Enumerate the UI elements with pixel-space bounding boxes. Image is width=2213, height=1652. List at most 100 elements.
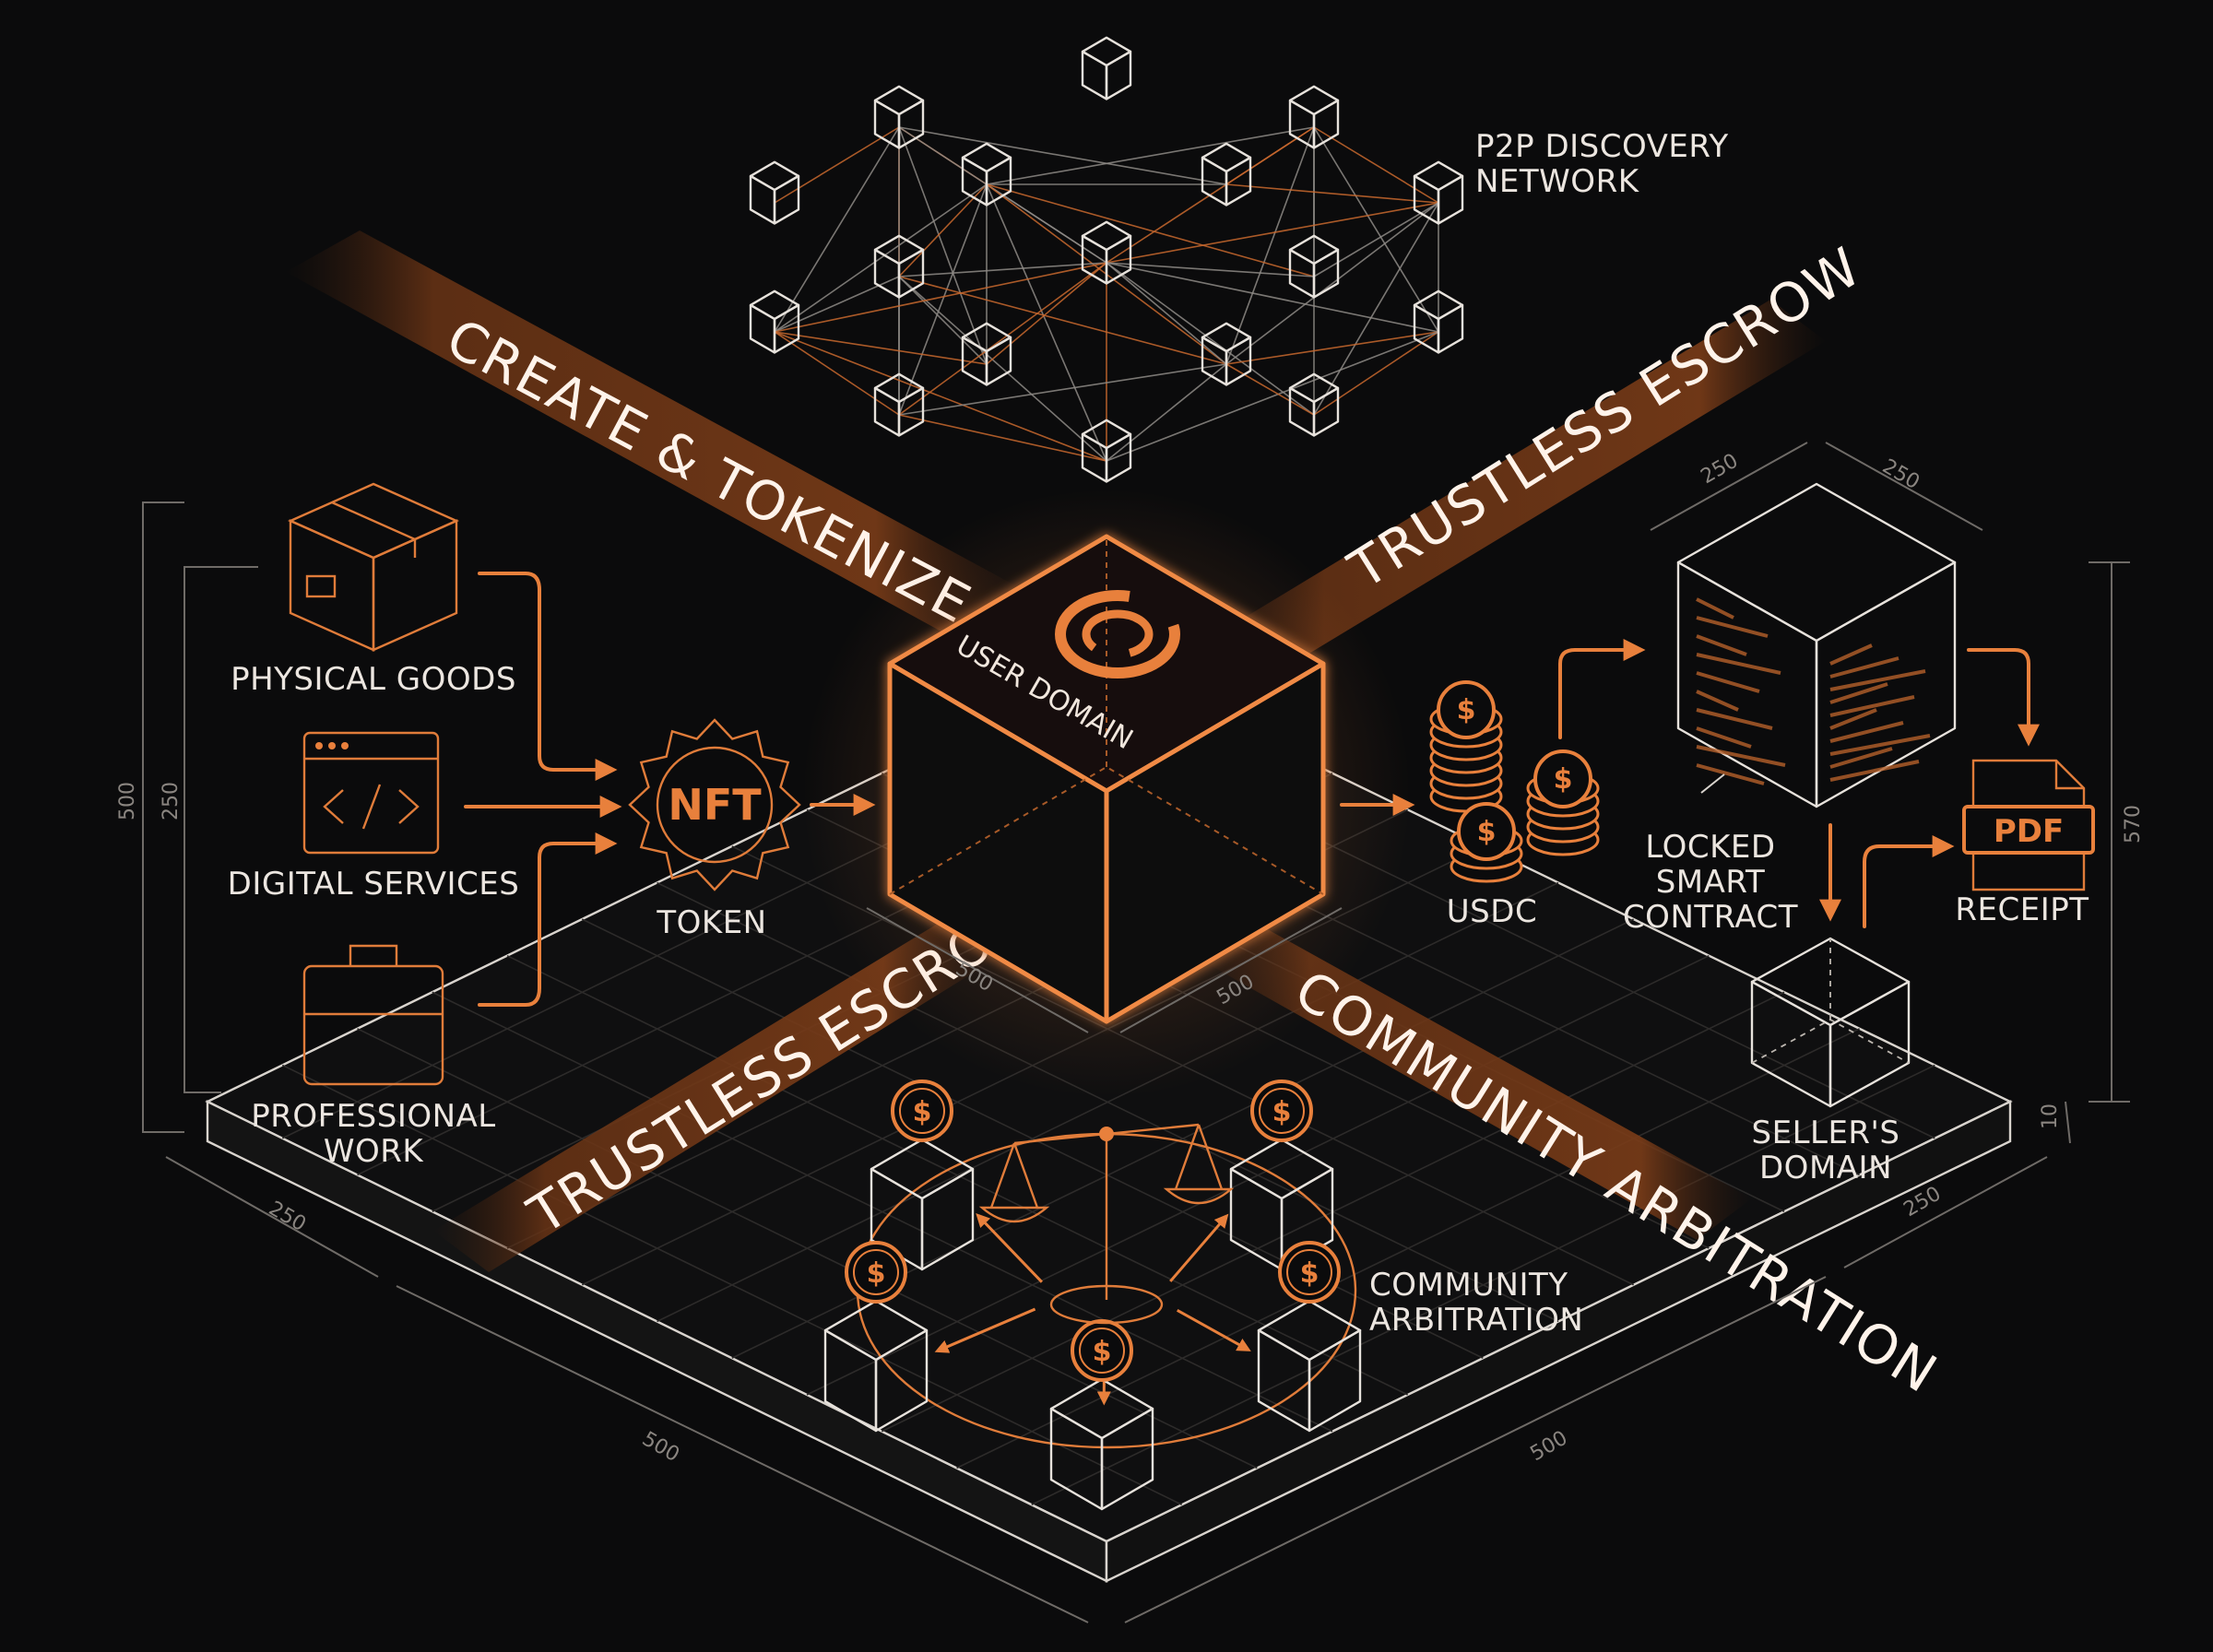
- coin-icon: [845, 1241, 907, 1304]
- network-label-line2: NETWORK: [1475, 163, 1640, 200]
- dim-base-right-long: 500: [1527, 1427, 1572, 1467]
- network-link: [1225, 331, 1439, 365]
- contract-label-line1: LOCKED: [1645, 829, 1775, 866]
- dollar-sign: $: [1457, 694, 1476, 726]
- network-node-cube: [961, 142, 1012, 206]
- contract-to-receipt-arrow: [1967, 648, 2040, 747]
- briefcase-icon: [302, 944, 444, 1086]
- network-node-cube: [1201, 142, 1252, 206]
- code-line: [1696, 690, 1739, 712]
- arbitration-label-line2: ARBITRATION: [1369, 1302, 1583, 1339]
- network-link: [1225, 183, 1439, 204]
- network-node-cube: [1081, 220, 1132, 285]
- dollar-sign: $: [1477, 816, 1497, 848]
- network-link: [898, 262, 1107, 277]
- network-link: [774, 183, 988, 333]
- seller-label-line1: SELLER'S: [1752, 1115, 1900, 1151]
- coin-face: [1457, 802, 1516, 861]
- network-link: [1313, 202, 1439, 416]
- coin-face: [1533, 749, 1592, 808]
- network-link: [774, 331, 988, 365]
- code-line: [1829, 760, 1920, 782]
- code-line: [1829, 656, 1899, 678]
- coin-icon: [1250, 1080, 1313, 1142]
- sellers-domain-cube: [1750, 937, 1911, 1108]
- arbitration-member-cube: [1257, 1299, 1362, 1433]
- seller-to-receipt-arrow: [1863, 835, 1955, 928]
- code-line: [1829, 721, 1904, 743]
- code-line: [1696, 597, 1734, 620]
- network-link: [1106, 262, 1315, 416]
- network-node-cube: [1081, 36, 1132, 100]
- pdf-badge-text: PDF: [1994, 813, 2064, 850]
- code-line: [1829, 682, 1888, 704]
- code-line: [1696, 634, 1747, 656]
- network-link: [1106, 331, 1439, 462]
- coin-icon-ring: [899, 1088, 945, 1134]
- code-line: [1829, 747, 1893, 769]
- network-link: [898, 183, 988, 416]
- code-line: [1696, 616, 1769, 638]
- arbitration-member-cube: [1049, 1377, 1154, 1511]
- coin-icon-ring: [1259, 1088, 1305, 1134]
- coin-face: [1437, 680, 1496, 739]
- arbitration-member-cube: [823, 1299, 929, 1433]
- network-link: [774, 276, 900, 333]
- dollar-sign: $: [867, 1257, 886, 1290]
- network-link: [1313, 126, 1439, 204]
- network-link: [774, 331, 900, 416]
- user-domain-cube: USER DOMAIN: [802, 489, 1411, 1097]
- network-link: [774, 262, 1107, 333]
- network-label-line1: P2P DISCOVERY: [1475, 128, 1729, 165]
- dim-base-left-long: 500: [638, 1428, 683, 1468]
- network-link: [898, 276, 1107, 462]
- network-node-cube: [1201, 322, 1252, 386]
- arbitration-arrow: [1176, 1309, 1251, 1351]
- dim-right-height: 570: [2122, 805, 2145, 844]
- seller-label-line2: DOMAIN: [1759, 1150, 1892, 1186]
- dim-left-outer: 500: [116, 782, 139, 820]
- code-line: [1829, 695, 1915, 717]
- network-link: [898, 414, 1107, 462]
- code-line: [1696, 763, 1765, 785]
- arbitration-arrow: [1169, 1213, 1229, 1282]
- network-link: [898, 183, 988, 277]
- professional-work-label-line2: WORK: [324, 1133, 425, 1170]
- network-link: [898, 126, 988, 365]
- locked-smart-contract-cube: [1676, 482, 1957, 808]
- network-link: [898, 262, 1107, 416]
- code-window-icon: [302, 731, 440, 855]
- nft-badge-icon: NFT: [628, 718, 801, 891]
- contract-leader-line: [1700, 773, 1725, 794]
- network-link: [1225, 363, 1315, 416]
- code-line: [1696, 671, 1760, 693]
- network-node-cube: [1288, 372, 1340, 437]
- network-link: [986, 126, 1315, 185]
- nft-badge-text: NFT: [668, 780, 762, 830]
- network-node-cube: [749, 289, 800, 354]
- contract-label-line2: SMART: [1656, 864, 1766, 901]
- usdc-label: USDC: [1447, 893, 1537, 930]
- network-link: [1106, 262, 1439, 333]
- network-node-cube: [1288, 234, 1340, 299]
- network-link: [1313, 126, 1439, 333]
- dollar-sign: $: [1272, 1096, 1292, 1128]
- network-node-cube: [873, 372, 925, 437]
- network-node-cube: [1413, 160, 1464, 225]
- package-icon: [288, 482, 459, 652]
- network-link: [1225, 202, 1439, 365]
- network-node-cube: [749, 160, 800, 225]
- code-line: [1696, 653, 1781, 675]
- code-line: [1829, 708, 1877, 730]
- network-link: [1106, 262, 1315, 277]
- network-node-cube: [1081, 419, 1132, 483]
- network-link: [898, 276, 1227, 365]
- network-node-cube: [1413, 289, 1464, 354]
- code-line: [1696, 745, 1786, 767]
- arbitration-arrow: [934, 1307, 1036, 1353]
- token-label: TOKEN: [656, 904, 766, 941]
- network-link: [774, 331, 1107, 462]
- dim-contract-top-right: 250: [1878, 455, 1923, 495]
- input-arrows: [464, 572, 622, 1007]
